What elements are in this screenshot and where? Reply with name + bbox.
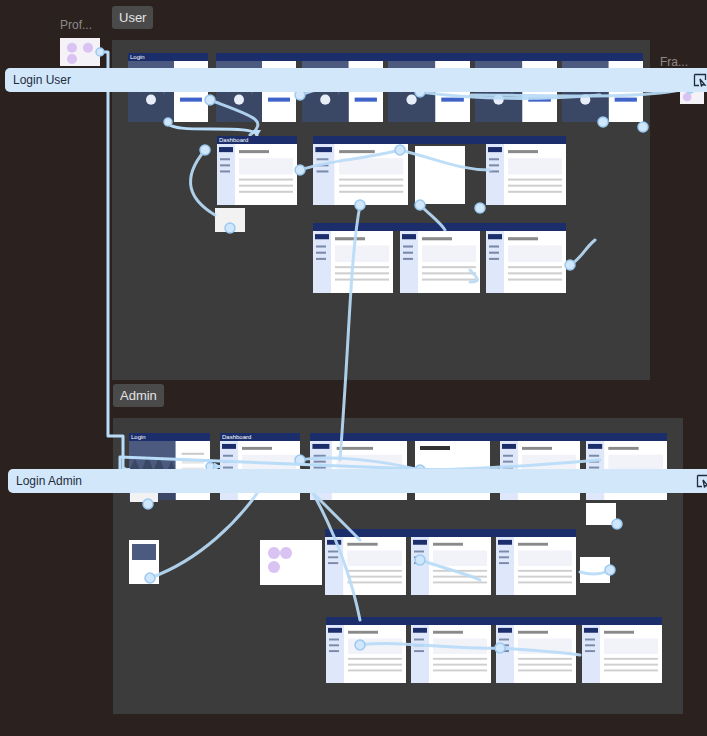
frame-name: Prof...	[60, 18, 92, 32]
flow-connector	[100, 52, 129, 470]
screen-name: Login	[129, 433, 210, 441]
frame-name: Fra...	[660, 55, 688, 69]
screen-frame: Dashboard	[217, 136, 297, 205]
screen-name: Dashboard	[220, 433, 300, 441]
frame-thumb: Prof...	[60, 38, 100, 66]
play-icon	[693, 73, 707, 87]
section-title: User	[112, 6, 153, 29]
flow-connector	[128, 80, 707, 88]
flow-start-pill: Login User	[5, 68, 707, 92]
flow-connector	[168, 122, 257, 136]
flow-start-label: Login Admin	[16, 474, 82, 488]
connector-start-dot	[96, 48, 104, 56]
screen-name: Dashboard	[217, 136, 297, 144]
flow-start-label: Login User	[13, 73, 71, 87]
play-icon	[696, 474, 707, 488]
flow-connector	[120, 457, 707, 481]
connector-start-dot	[164, 118, 172, 126]
frame-icon	[60, 38, 100, 66]
connector-start-dot	[206, 463, 214, 471]
screen-name: Login	[128, 53, 208, 61]
flow-start-pill: Login Admin	[8, 469, 707, 493]
section-title: Admin	[113, 384, 164, 407]
